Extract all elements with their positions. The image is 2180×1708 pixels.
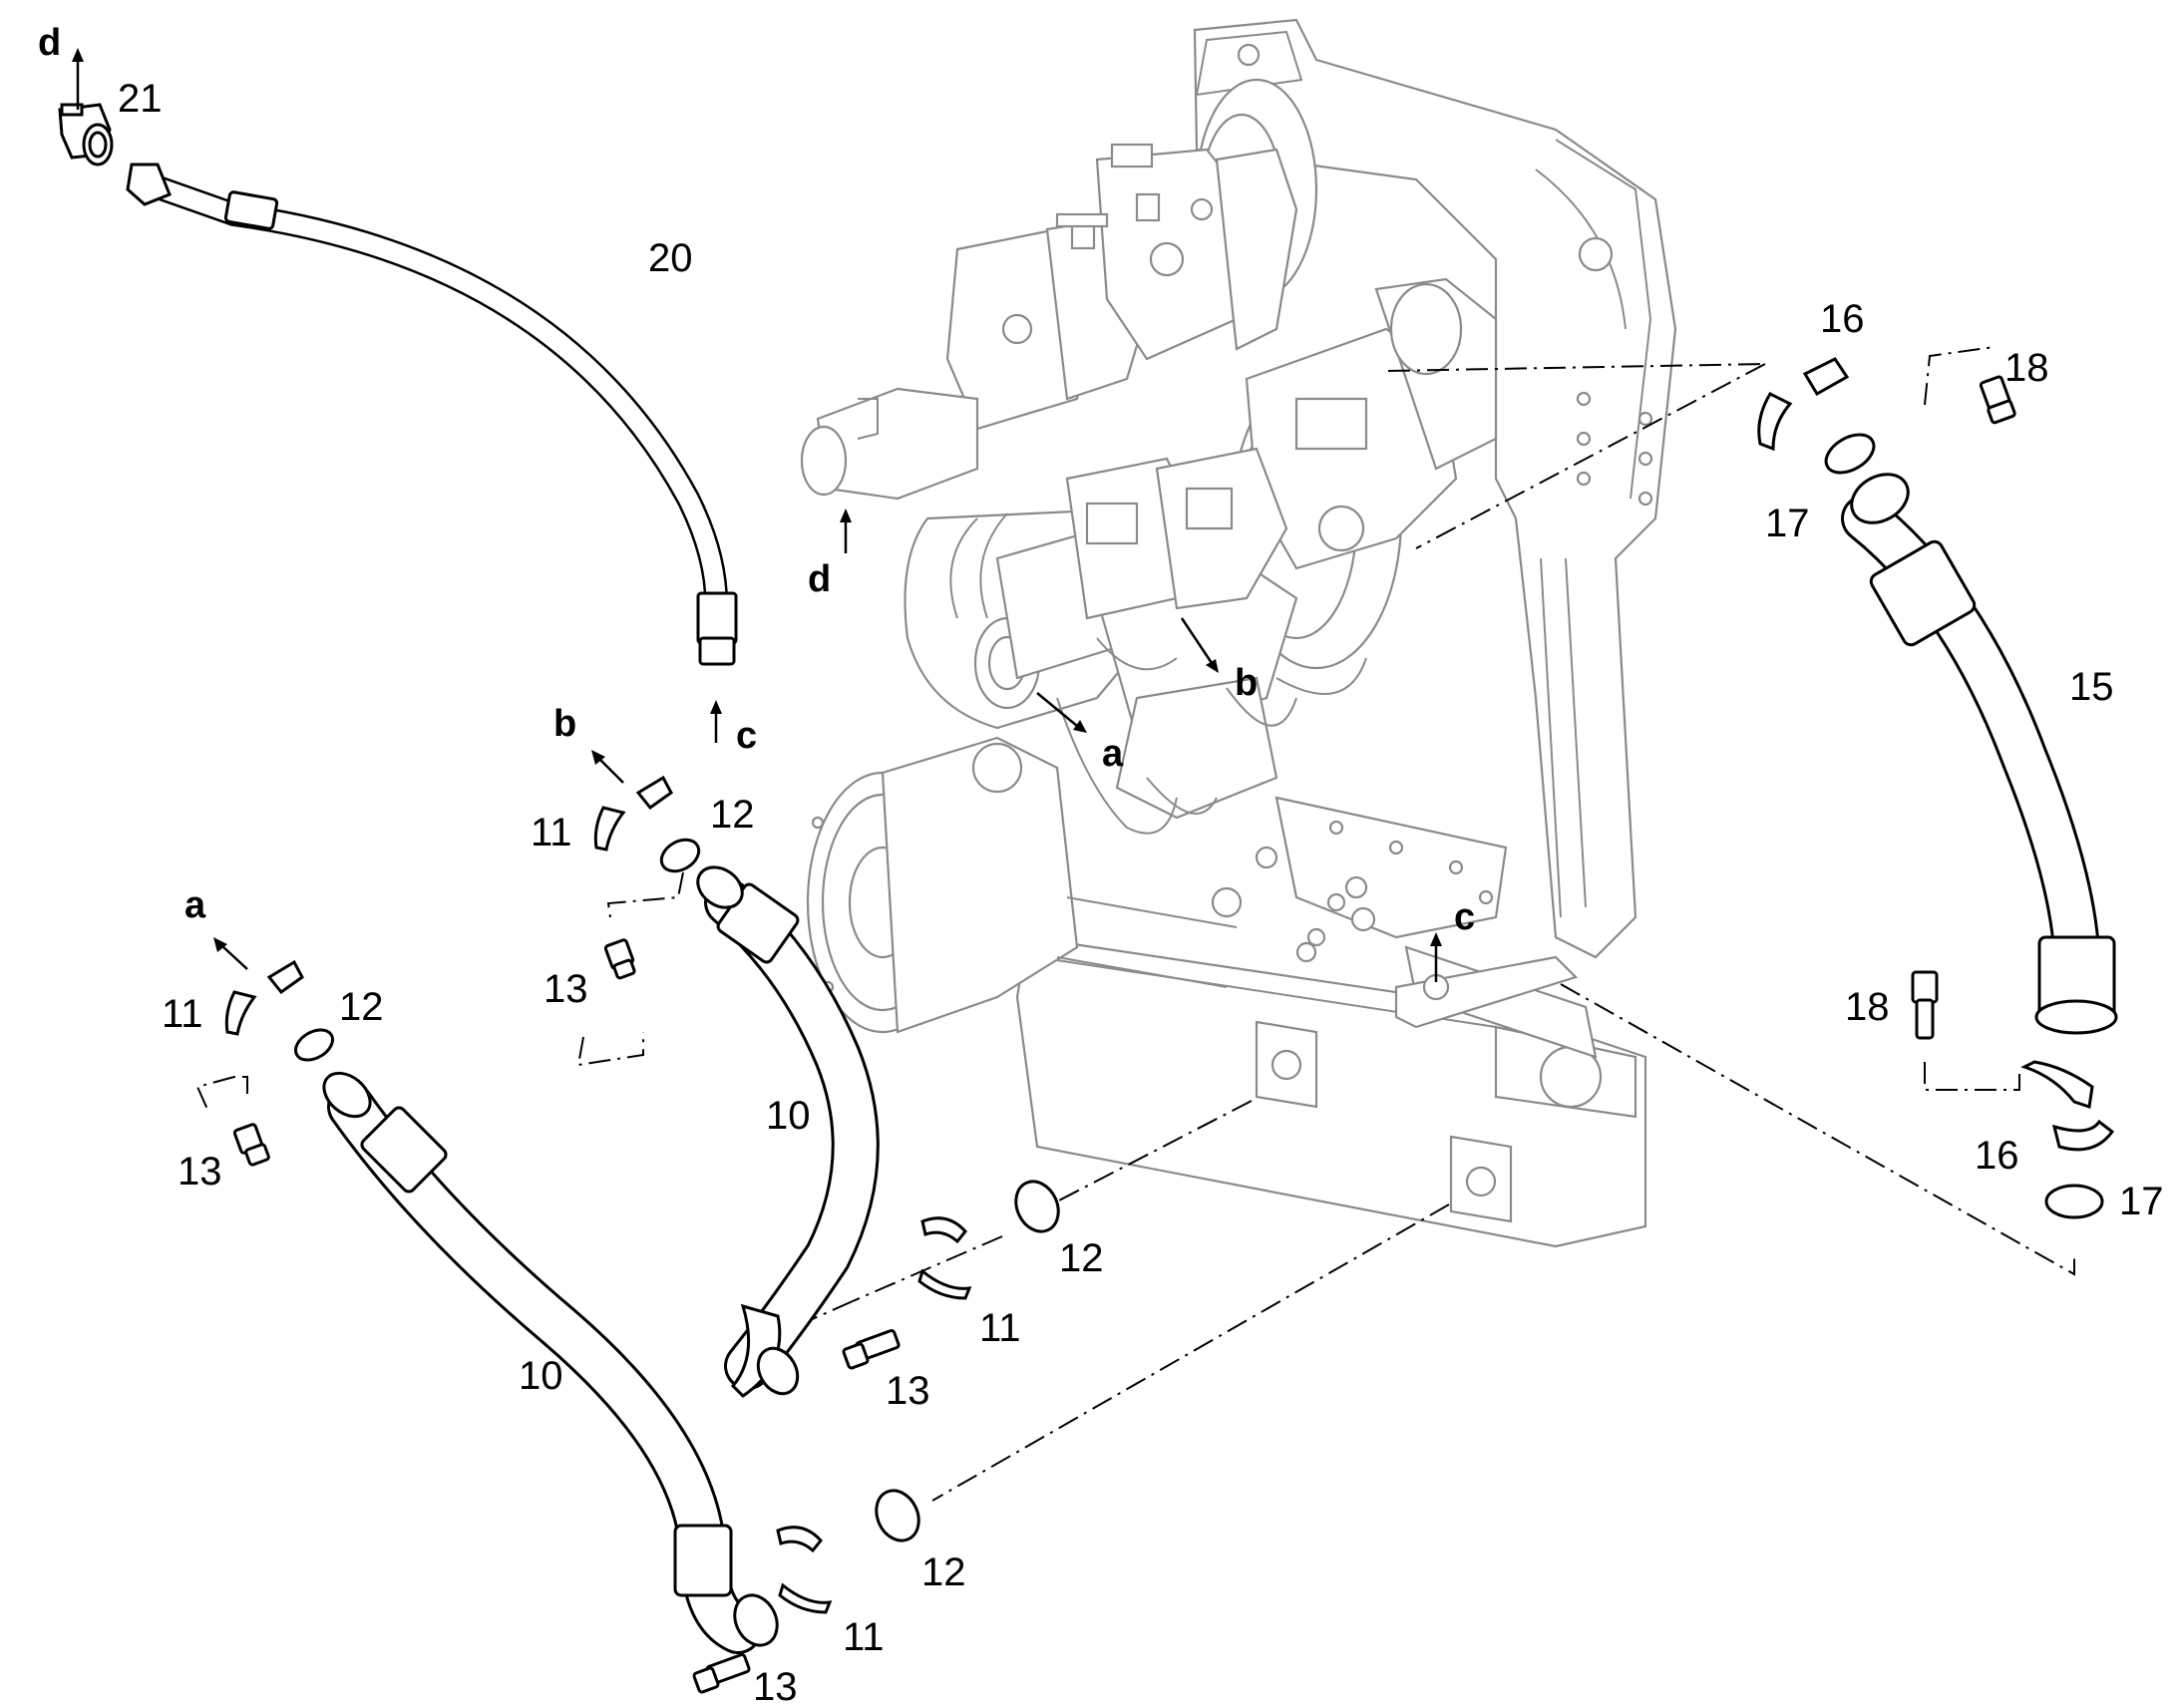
letter-c-block: c xyxy=(1454,896,1475,938)
hose-10-lower xyxy=(322,1071,779,1654)
label-13-low: 13 xyxy=(753,1665,798,1708)
arrow-d-top xyxy=(72,48,84,110)
part-labels: 21 20 11 12 13 11 12 13 10 10 12 11 13 1… xyxy=(118,77,2164,1708)
gearbox-assembly xyxy=(800,18,1677,1248)
label-10-upper: 10 xyxy=(766,1094,811,1138)
letter-d-top: d xyxy=(38,22,61,64)
clamp-11-a xyxy=(224,959,304,1036)
label-17-bottom: 17 xyxy=(2119,1180,2164,1223)
label-13-mid: 13 xyxy=(886,1369,930,1413)
leader-lines xyxy=(195,346,2075,1502)
label-15: 15 xyxy=(2069,665,2114,709)
label-12-b: 12 xyxy=(710,793,755,837)
letter-b-clamp: b xyxy=(553,703,576,745)
hose-20 xyxy=(126,163,738,666)
label-12-a: 12 xyxy=(339,985,384,1029)
bolt-18-bottom xyxy=(1911,970,1939,1040)
bolt-13-a xyxy=(232,1123,270,1167)
letter-a-block: a xyxy=(1102,733,1124,775)
bolt-13-low xyxy=(692,1653,751,1694)
clamp-11-b xyxy=(593,775,673,852)
arrow-a-clamp xyxy=(213,937,248,970)
o-ring-12-a xyxy=(294,1028,334,1062)
o-ring-17-bottom xyxy=(2044,1184,2104,1219)
o-ring-12-low xyxy=(875,1489,920,1542)
label-17-top: 17 xyxy=(1765,502,1810,545)
arrow-d-block xyxy=(840,509,852,553)
bolt-13-mid xyxy=(842,1329,901,1370)
label-12-low: 12 xyxy=(921,1550,966,1594)
bolt-13-b xyxy=(603,938,636,980)
arrow-b-block xyxy=(1180,617,1219,673)
clamp-16-bottom xyxy=(2020,1060,2115,1152)
label-16-top: 16 xyxy=(1820,297,1865,341)
label-18-top: 18 xyxy=(2004,346,2049,390)
letter-c-hose: c xyxy=(736,715,757,757)
clamp-11-mid xyxy=(917,1216,972,1300)
label-10-lower: 10 xyxy=(519,1354,563,1398)
label-20: 20 xyxy=(648,236,693,280)
bolt-18-top xyxy=(1979,375,2016,425)
letter-d-block: d xyxy=(808,558,831,600)
label-21: 21 xyxy=(118,77,163,121)
o-ring-17-top xyxy=(1824,433,1876,475)
label-11-mid: 11 xyxy=(979,1306,1021,1350)
arrow-c-block xyxy=(1430,932,1442,982)
letter-b-block: b xyxy=(1235,662,1258,704)
clamp-11-low xyxy=(776,1526,833,1614)
letter-a-clamp: a xyxy=(184,884,206,926)
arrow-c-hose xyxy=(710,700,722,743)
label-12-mid: 12 xyxy=(1059,1236,1104,1280)
arrow-a-block xyxy=(1036,692,1087,733)
hose-15 xyxy=(1841,473,2118,1035)
o-ring-12-b xyxy=(659,838,701,873)
label-18-bottom: 18 xyxy=(1845,985,1890,1029)
label-11-a: 11 xyxy=(162,992,203,1036)
clamp-16-top xyxy=(1757,357,1850,452)
o-ring-12-mid xyxy=(1014,1180,1060,1233)
elbow-fitting-21 xyxy=(58,103,114,167)
connection-labels: d d c c b b a a xyxy=(38,22,1475,938)
label-11-low: 11 xyxy=(843,1615,885,1659)
label-16-bottom: 16 xyxy=(1975,1134,2019,1178)
arrow-b-clamp xyxy=(591,750,624,784)
label-11-b: 11 xyxy=(531,811,572,854)
label-13-a: 13 xyxy=(178,1150,222,1194)
label-13-b: 13 xyxy=(544,967,588,1011)
hose-10-upper xyxy=(696,865,880,1398)
